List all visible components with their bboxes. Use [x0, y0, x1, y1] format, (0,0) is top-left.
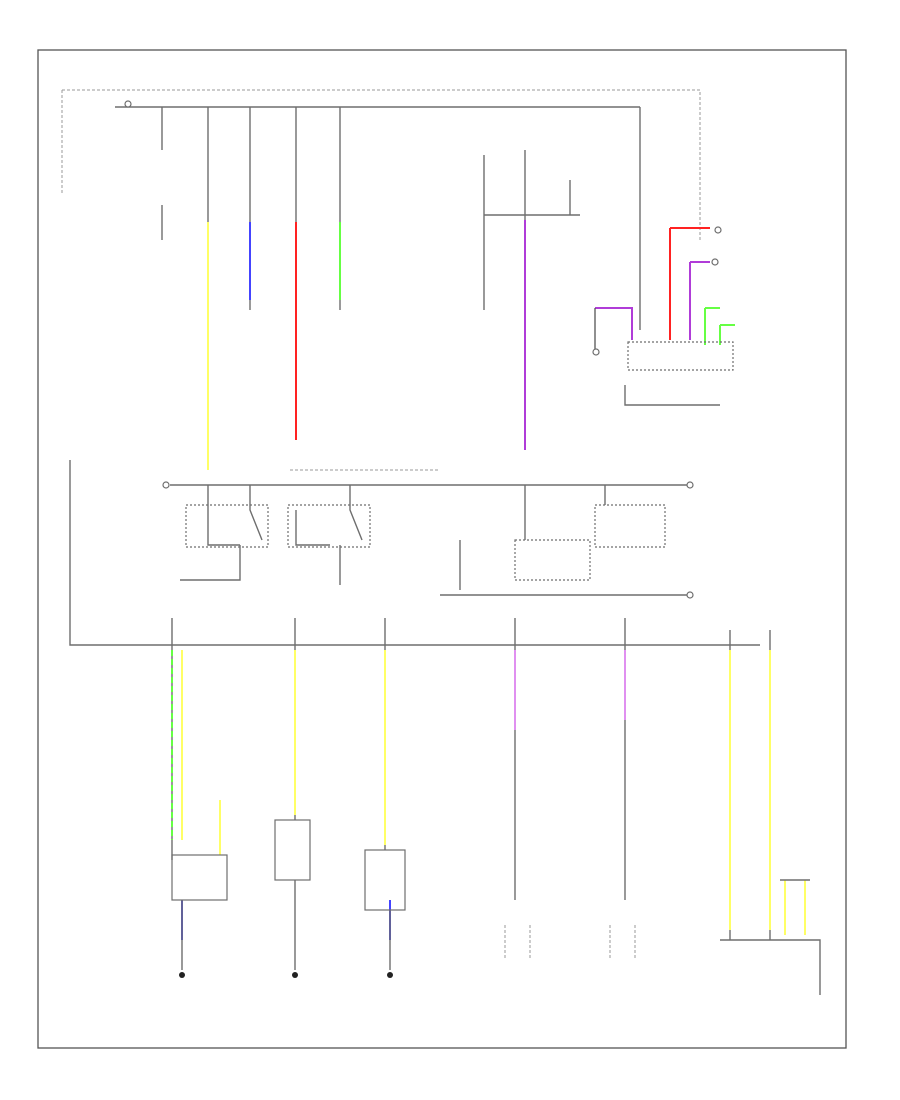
relay-group-left: [180, 485, 371, 585]
colored-wires-lower: [171, 650, 806, 940]
top-dashed-bus: [61, 89, 701, 240]
diagram-frame: [37, 49, 847, 1049]
left-return-line: [69, 460, 760, 646]
mid-right-connector: [686, 591, 694, 599]
ground-dot-1: [179, 972, 185, 978]
ground-dot-3: [387, 972, 393, 978]
relay-group-right: [440, 485, 690, 596]
colored-wires-upper: [207, 220, 735, 470]
center-fuse-cluster: [483, 150, 580, 310]
lower-drops: [171, 618, 771, 940]
ground-dot-2: [292, 972, 298, 978]
connector-node-2: [711, 258, 719, 266]
connector-node-1: [714, 226, 722, 234]
mid-bus-connector-left: [162, 481, 170, 489]
right-connector-block: [592, 226, 734, 406]
bus-connector-left: [124, 100, 132, 108]
top-fuse-drops: [161, 107, 641, 470]
mid-bus-connector-right: [686, 481, 694, 489]
connector-node-3: [592, 348, 600, 356]
lower-components: [171, 819, 821, 995]
